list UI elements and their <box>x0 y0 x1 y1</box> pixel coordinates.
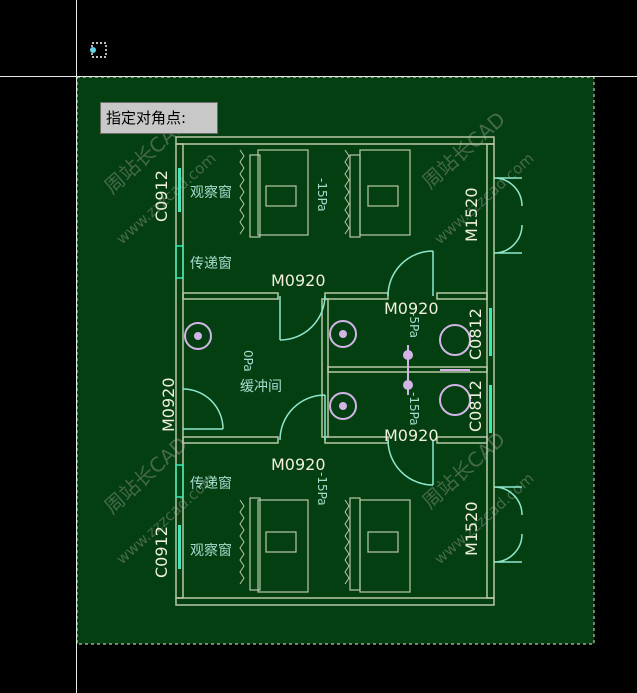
window-c0812-bottom <box>489 385 492 433</box>
label-m0920-e: M0920 <box>271 455 326 474</box>
label-c0812-bottom: C0812 <box>466 380 485 432</box>
room-pass-window-bottom: 传递窗 <box>190 475 232 492</box>
window-c0912-top <box>178 168 181 212</box>
window-c0812-top <box>489 308 492 356</box>
selection-cursor-icon <box>90 42 107 58</box>
label-m1520-top: M1520 <box>462 187 481 242</box>
command-prompt-text: 指定对角点: <box>106 109 187 127</box>
command-prompt-tooltip: 指定对角点: <box>100 102 218 134</box>
windows <box>175 168 492 569</box>
sink-upper <box>329 320 357 348</box>
label-c0912-top: C0912 <box>152 170 171 222</box>
room-pass-window-top: 传递窗 <box>190 255 232 272</box>
label-m0920-a: M0920 <box>271 271 326 290</box>
pressure-top-right: -15Pa <box>315 178 329 212</box>
room-buffer: 缓冲间 <box>240 379 282 395</box>
label-c0912-bottom: C0912 <box>152 526 171 578</box>
sink-buffer <box>184 322 212 350</box>
label-m1520-bottom: M1520 <box>462 501 481 556</box>
room-obs-window-bottom: 观察窗 <box>190 542 232 559</box>
pressure-right-lower: -15Pa <box>407 392 421 426</box>
sink-lower <box>329 392 357 420</box>
selection-window-fill <box>77 77 594 644</box>
pressure-labels: -15Pa 0Pa -5Pa -15Pa -15Pa <box>241 178 421 506</box>
room-labels: 观察窗 传递窗 缓冲间 传递窗 观察窗 <box>190 184 282 559</box>
pass-window-bottom <box>175 464 184 498</box>
pass-window-top <box>175 245 184 279</box>
plan-labels: C0912 C0912 M1520 M1520 C0812 C0812 M092… <box>152 170 485 578</box>
label-m0920-d: M0920 <box>384 426 439 445</box>
label-m0920-b: M0920 <box>384 299 439 318</box>
pressure-buffer: 0Pa <box>241 350 255 372</box>
label-m0920-c: M0920 <box>159 377 178 432</box>
window-c0912-bottom <box>178 525 181 569</box>
fixtures <box>249 149 411 593</box>
room-obs-window-top: 观察窗 <box>190 184 232 201</box>
zigzag-pipes <box>239 149 350 585</box>
doors <box>182 177 523 563</box>
pressure-bottom: -15Pa <box>315 472 329 506</box>
pressure-right-upper: -5Pa <box>407 312 421 338</box>
sinks <box>184 320 472 420</box>
label-c0812-top: C0812 <box>466 308 485 360</box>
